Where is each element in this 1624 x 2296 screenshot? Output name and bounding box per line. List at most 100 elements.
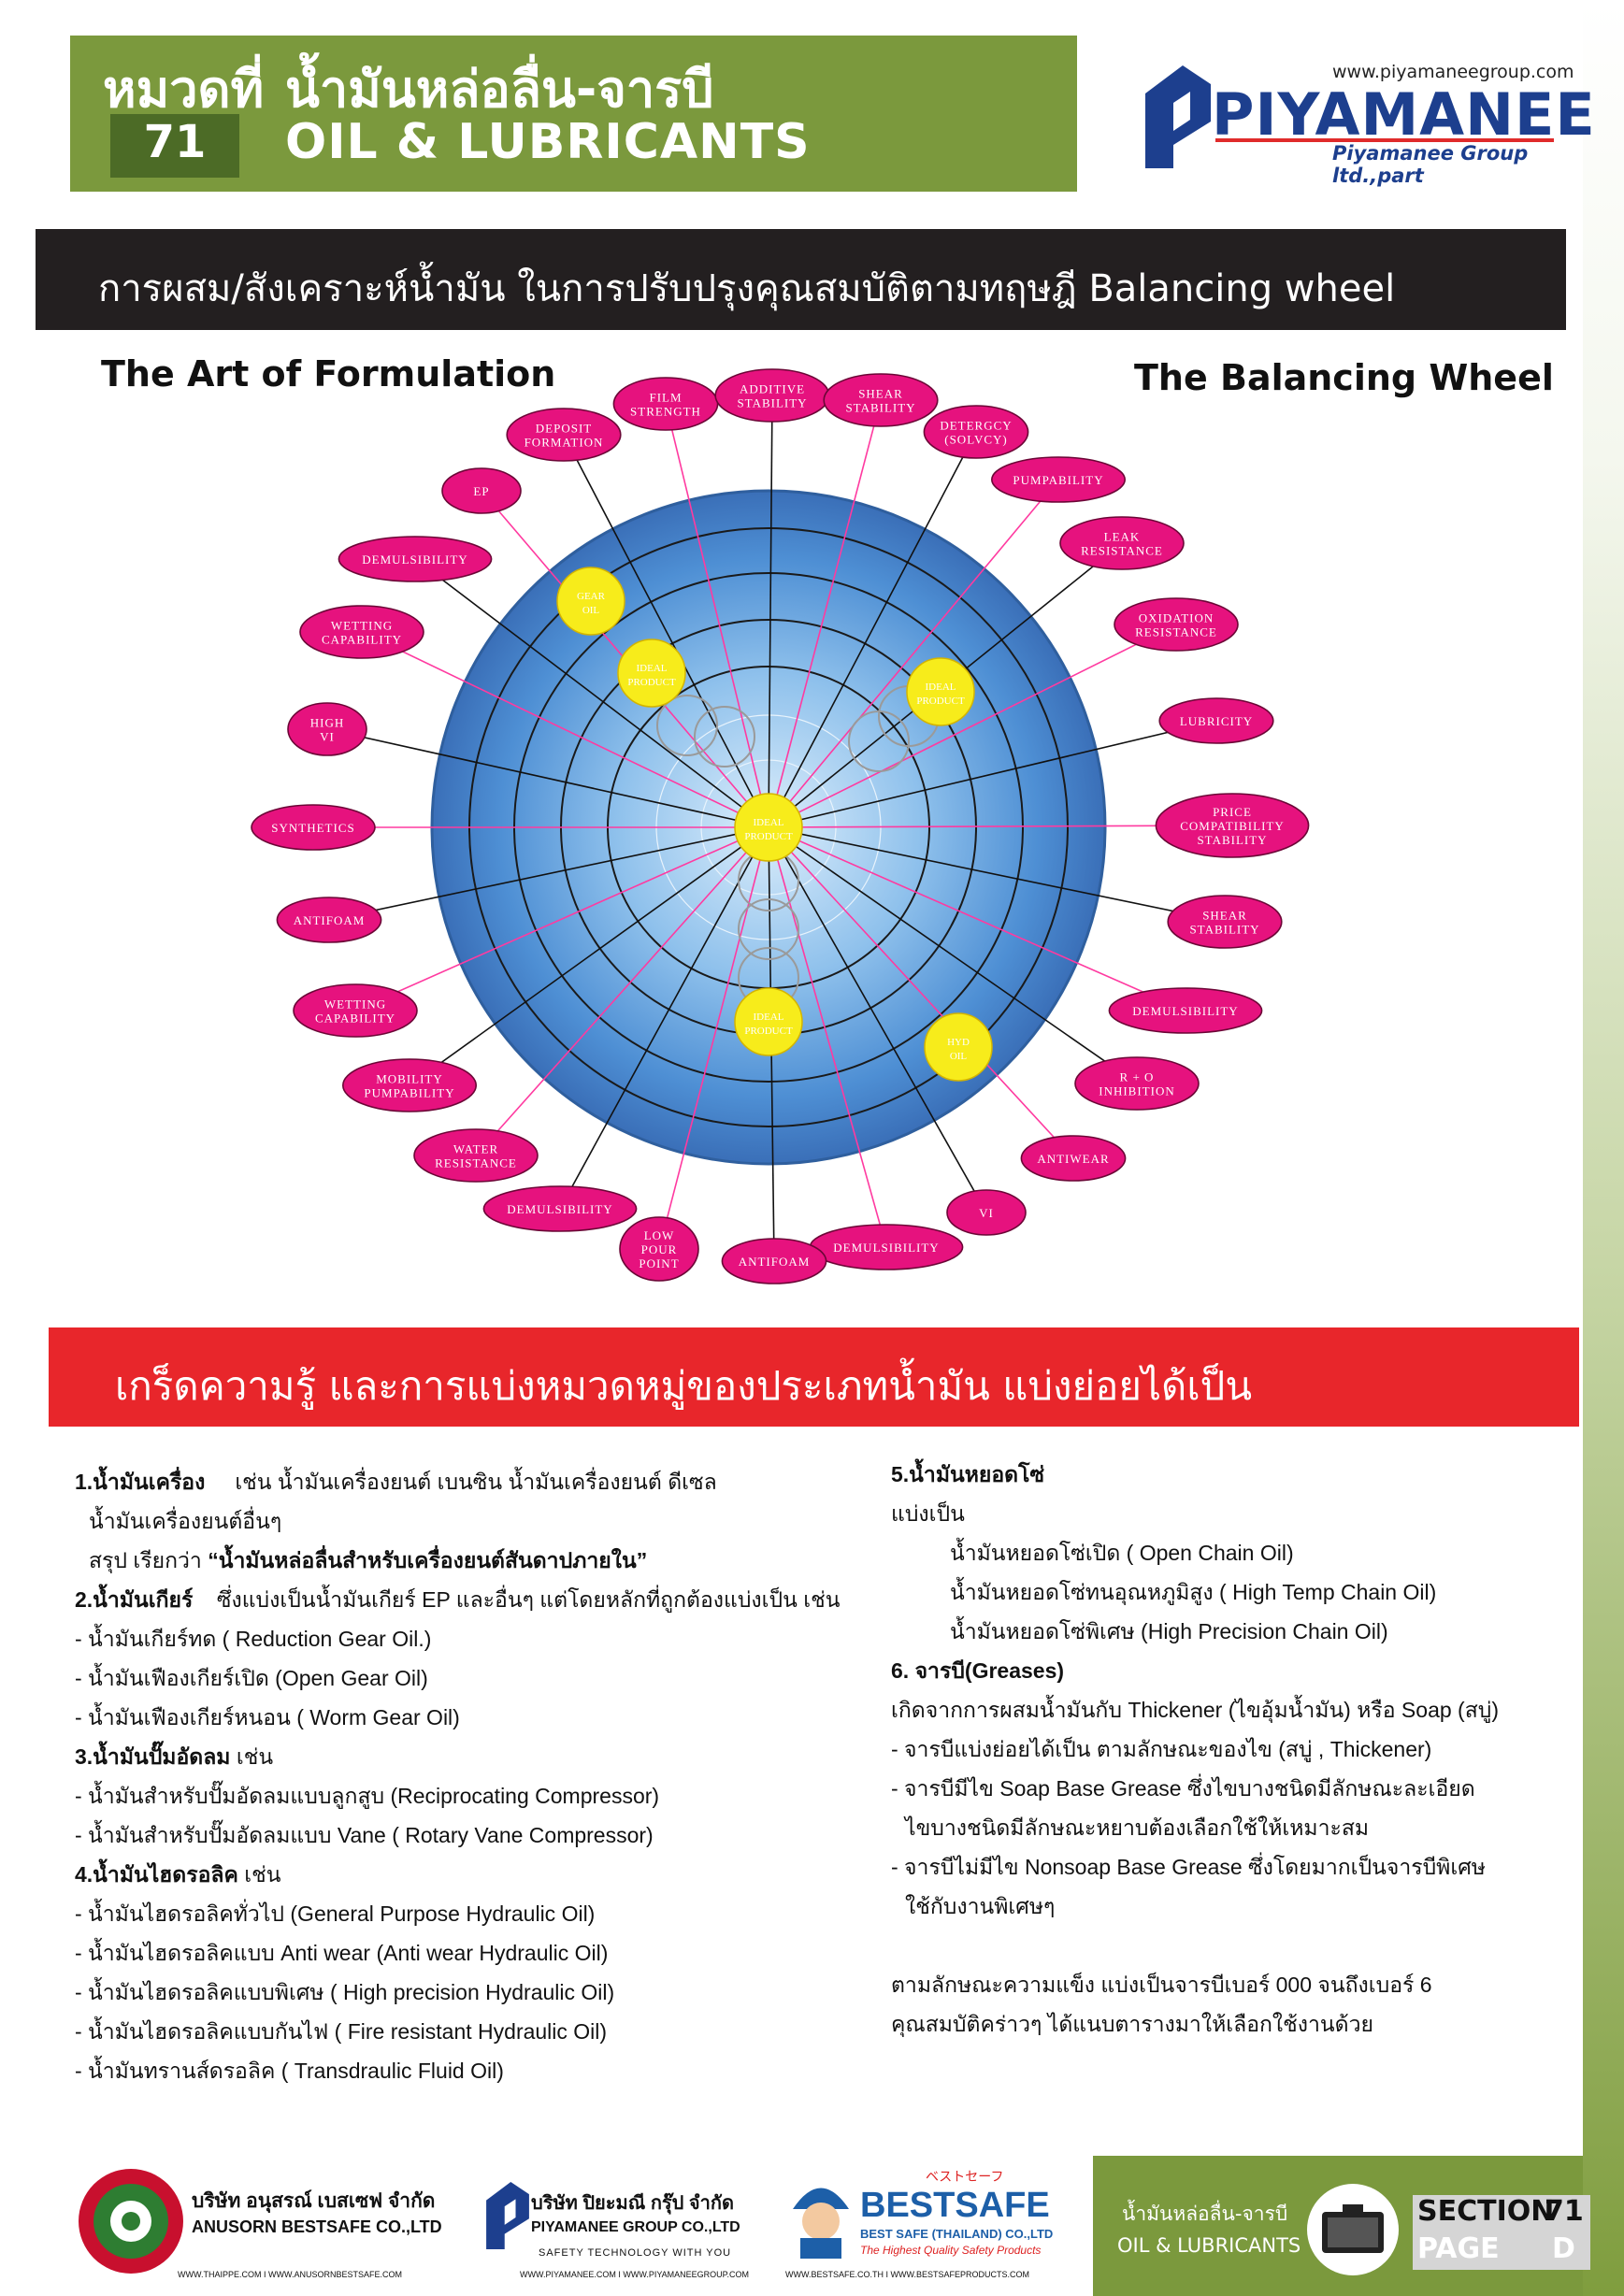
node-text: OIL [950, 1051, 968, 1062]
logo-url: www.piyamaneegroup.com [1332, 62, 1574, 82]
right-text-column: 5.น้ำมันหยอดโซ่ แบ่งเป็น น้ำมันหยอดโซ่เป… [891, 1455, 1499, 2044]
label-text: DEPOSIT [536, 422, 592, 436]
wheel-property-label: DETERGCY(SOLVCY) [923, 405, 1029, 459]
bestsafe-company: BEST SAFE (THAILAND) CO.,LTD [860, 2227, 1054, 2241]
section-5-sub: แบ่งเป็น [891, 1501, 965, 1526]
label-text: MOBILITY [376, 1072, 443, 1086]
list-item: - น้ำมันสำหรับปั๊มอัดลมแบบ Vane ( Rotary… [75, 1823, 654, 1847]
wheel-spoke [768, 720, 1217, 828]
list-item: - น้ำมันสำหรับปั๊มอัดลมแบบลูกสูบ (Recipr… [75, 1784, 660, 1808]
label-ellipse [482, 1185, 638, 1232]
wheel-product-node: IDEAL PRODUCT [734, 987, 803, 1056]
label-text: STABILITY [737, 396, 807, 410]
node-circle [924, 1012, 993, 1082]
wheel-spoke [768, 479, 1059, 828]
section-5-title: 5.น้ำมันหยอดโซ่ [891, 1455, 1499, 1494]
wheel-spoke [768, 826, 1138, 1084]
label-text: DEMULSIBILITY [1132, 1004, 1238, 1018]
label-ellipse [287, 702, 367, 756]
label-text: LOW [644, 1228, 675, 1242]
label-ellipse [1167, 895, 1283, 949]
wheel-spoke [768, 826, 887, 1248]
piyamanee-web: WWW.PIYAMANEE.COM I WWW.PIYAMANEEGROUP.C… [520, 2270, 750, 2279]
label-text: ADDITIVE [740, 382, 805, 396]
wheel-spoke [768, 826, 1226, 923]
node-circle [734, 987, 803, 1056]
label-text: RESISTANCE [1135, 625, 1217, 639]
label-text: PUMPABILITY [1013, 473, 1103, 487]
wheel-spoke [665, 403, 769, 828]
label-text: STABILITY [845, 401, 915, 415]
label-text: FORMATION [525, 436, 604, 450]
label-text: LUBRICITY [1180, 714, 1253, 728]
node-text: HYD [947, 1037, 970, 1048]
label-text: FILM [649, 391, 682, 405]
wheel-property-label: SYNTHETICS [251, 804, 376, 851]
wheel-spoke [475, 826, 769, 1156]
piyamanee-name-th: บริษัท ปิยะมณี กรุ๊ป จำกัด [531, 2193, 734, 2214]
node-text: IDEAL [754, 1012, 784, 1023]
node-text: PRODUCT [744, 1026, 793, 1037]
label-text: DEMULSIBILITY [362, 552, 467, 567]
wheel-spoke [559, 826, 769, 1210]
balancing-banner-title: การผสม/สังเคราะห์น้ำมัน ในการปรับปรุงคุณ… [98, 267, 1396, 310]
label-text: STABILITY [1189, 923, 1259, 937]
wheel-property-label: EP [441, 467, 522, 514]
label-text: RESISTANCE [435, 1156, 517, 1170]
label-ellipse [413, 1128, 539, 1183]
anusorn-logo-icon [79, 2169, 183, 2274]
footer-section-box [1413, 2195, 1590, 2270]
label-text: COMPATIBILITY [1180, 819, 1284, 833]
section-1-summary-bold: “น้ำมันหล่อลื่นสำหรับเครื่องยนต์สันดาปภา… [208, 1548, 648, 1572]
list-item: ใช้กับงานพิเศษๆ [905, 1894, 1056, 1918]
section-1-text: เช่น น้ำมันเครื่องยนต์ เบนซิน น้ำมันเครื… [235, 1470, 717, 1494]
label-text: CAPABILITY [322, 633, 402, 647]
logo-subtitle: Piyamanee Group ltd.,part [1332, 142, 1529, 187]
label-text: PRICE [1213, 805, 1252, 819]
node-text: OIL [582, 605, 600, 616]
label-text: R + O [1120, 1070, 1155, 1084]
node-text: IDEAL [754, 817, 784, 828]
section-5-title-text: 5.น้ำมันหยอดโซ่ [891, 1462, 1045, 1486]
node-text: IDEAL [926, 682, 956, 693]
list-item: - น้ำมันเกียร์ทด ( Reduction Gear Oil.) [75, 1627, 432, 1651]
label-text: SHEAR [858, 387, 903, 401]
art-of-formulation-title: The Art of Formulation [101, 353, 556, 395]
wheel-spoke [409, 826, 769, 1086]
node-circle [906, 657, 975, 726]
label-ellipse [276, 897, 382, 943]
label-text: RESISTANCE [1081, 544, 1163, 558]
anusorn-name-th: บริษัท อนุสรณ์ เบสเซฟ จำกัด [192, 2190, 436, 2212]
section-3-text: เช่น [236, 1744, 274, 1769]
list-item: ไขบางชนิดมีลักษณะหยาบต้องเลือกใช้ให้เหมา… [905, 1815, 1370, 1840]
footer-category-th: น้ำมันหล่อลื่น-จารบี [1122, 2203, 1288, 2225]
label-ellipse [299, 605, 424, 659]
label-ellipse [1074, 1056, 1200, 1111]
list-item: - น้ำมันไฮดรอลิคแบบ Anti wear (Anti wear… [75, 1941, 609, 1965]
bestsafe-name: BESTSAFE [860, 2186, 1050, 2225]
overlay-circle [694, 706, 755, 768]
label-ellipse [1158, 697, 1274, 744]
wheel-property-label: PUMPABILITY [991, 456, 1127, 503]
right-edge-stripe [1583, 0, 1624, 2296]
balancing-wheel-diagram: FILMSTRENGTHADDITIVESTABILITYSHEARSTABIL… [251, 368, 1310, 1284]
label-text: LEAK [1104, 530, 1141, 544]
node-circle [734, 793, 803, 862]
section-6-footer-line: ตามลักษณะความแข็ง แบ่งเป็นจารบีเบอร์ 000… [891, 1973, 1432, 1997]
wheel-property-label: DEMULSIBILITY [482, 1185, 638, 1232]
category-number: 71 [143, 116, 207, 168]
node-text: GEAR [577, 591, 606, 602]
label-text: OXIDATION [1139, 611, 1214, 625]
footer-category-en: OIL & LUBRICANTS [1117, 2234, 1301, 2257]
section-4-text: เช่น [244, 1862, 281, 1887]
footer-section-number: 71 [1545, 2195, 1584, 2228]
category-label: หมวดที่ [103, 60, 265, 119]
label-text: WATER [453, 1142, 498, 1156]
